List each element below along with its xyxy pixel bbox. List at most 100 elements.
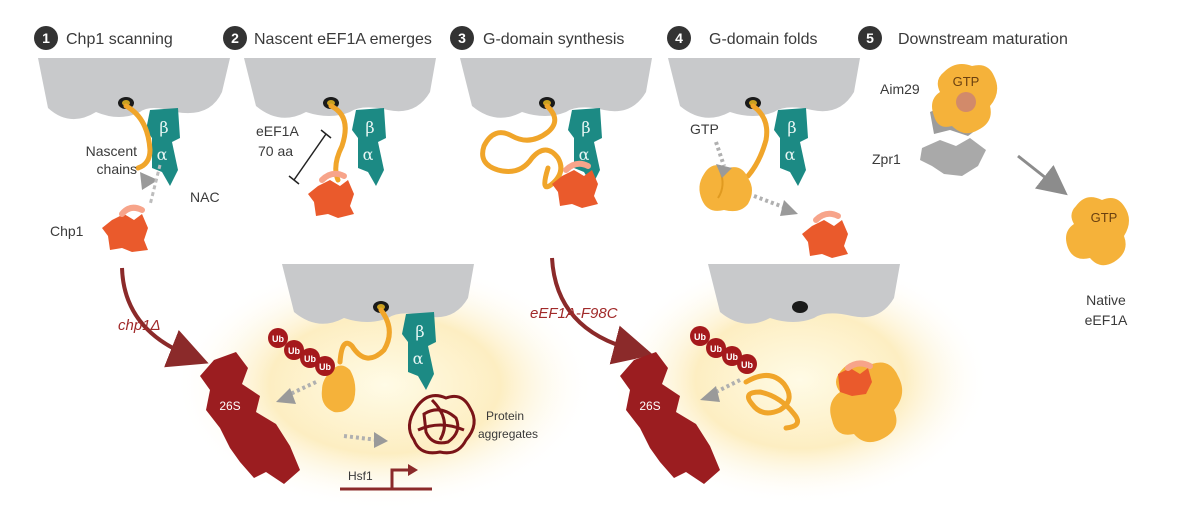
aim29-label: Aim29 — [880, 81, 920, 97]
ub-tag-6: Ub — [710, 344, 722, 354]
g-domain-folded — [699, 165, 752, 212]
chp1-protein-1 — [102, 214, 148, 252]
zpr1-protein — [920, 138, 986, 176]
ub-tag-7: Ub — [726, 352, 738, 362]
eef1a-label-1: eEF1A — [256, 123, 299, 139]
step-1-number: 1 — [42, 30, 50, 46]
misfolded-g-domain — [321, 365, 356, 413]
nac-alpha-5: α — [413, 349, 424, 368]
proteasome-26s-2 — [620, 352, 720, 484]
ribosome-5 — [282, 264, 474, 324]
aggregates-label-1: Protein — [486, 409, 524, 423]
chp1-delta-label: chp1Δ — [118, 317, 161, 334]
ubiquitin-chain-2: Ub Ub Ub Ub — [690, 326, 757, 374]
eef1a-label-2: 70 aa — [258, 143, 293, 159]
nac-complex-2: β α — [352, 108, 386, 186]
nascent-chains-label-2: chains — [97, 161, 137, 177]
nac-label: NAC — [190, 189, 220, 205]
ub-tag-1: Ub — [272, 334, 284, 344]
ub-tag-5: Ub — [694, 332, 706, 342]
chp1-protein-2 — [308, 180, 354, 218]
step-5-header: 5 Downstream maturation — [858, 26, 1068, 50]
chp1-deletion-arrow — [120, 267, 209, 368]
step-3-number-badge — [450, 26, 474, 50]
step-5-number: 5 — [866, 30, 874, 46]
maturation-arrow — [1017, 154, 1068, 196]
chp1-release-arrow — [753, 194, 787, 210]
gtp-binding-arrow — [714, 141, 726, 167]
proteasome-26s-1 — [200, 352, 300, 484]
chp1-deletion-outcome: chp1Δ β α Ub Ub Ub Ub 26S — [118, 260, 595, 510]
nac-alpha-4: α — [785, 145, 796, 164]
native-label-2: eEF1A — [1085, 312, 1128, 328]
nac-alpha-2: α — [363, 145, 374, 164]
step-2-panel: β α eEF1A 70 aa — [244, 58, 436, 218]
f98c-mutant-outcome: eEF1A-F98C Ub Ub Ub Ub 26S — [530, 255, 990, 505]
step-3-header: 3 G-domain synthesis — [450, 26, 624, 50]
step-4-panel: β α GTP — [668, 58, 860, 258]
length-scale-bar — [288, 129, 332, 185]
proteasome-label-2: 26S — [639, 399, 660, 413]
ribosome-2 — [244, 58, 436, 118]
ubiquitin-chain-1: Ub Ub Ub Ub — [268, 328, 335, 376]
chp1-protein-4 — [802, 220, 848, 258]
nascent-eef1a-chain — [328, 103, 348, 183]
ub-tag-2: Ub — [288, 346, 300, 356]
aggregates-label-2: aggregates — [478, 427, 538, 441]
ub-tag-8: Ub — [741, 360, 753, 370]
f98c-label: eEF1A-F98C — [530, 305, 618, 322]
step-3-title: G-domain synthesis — [483, 31, 624, 48]
folded-chain-linker — [745, 103, 770, 179]
step-4-number: 4 — [675, 30, 683, 46]
nascent-chains-label-1: Nascent — [86, 143, 137, 159]
chp1-label: Chp1 — [50, 223, 84, 239]
ub-tag-4: Ub — [319, 362, 331, 372]
nac-complex-1: β α — [146, 108, 180, 186]
step-5-title: Downstream maturation — [898, 31, 1068, 48]
scanning-arrow-icon — [140, 172, 158, 190]
step-2-header: 2 Nascent eEF1A emerges — [223, 26, 432, 50]
chp1-bound-stalled — [838, 368, 872, 396]
step-4-header: 4 G-domain folds — [667, 26, 818, 50]
step-2-number-badge — [223, 26, 247, 50]
step-1-panel: β α Nascent chains NAC Chp1 — [38, 58, 230, 252]
step-5-panel: GTP Aim29 Zpr1 GTP Native eEF1A — [872, 64, 1129, 328]
gtp-badge-bound: GTP — [953, 74, 980, 89]
bound-chp1-fragment — [956, 92, 976, 112]
gtp-badge-native: GTP — [1091, 210, 1118, 225]
hsf1-label: Hsf1 — [348, 469, 373, 483]
step-3-panel: β α — [460, 58, 652, 208]
nac-beta-2: β — [365, 118, 374, 137]
nascent-chain-1 — [123, 103, 153, 171]
step-1-number-badge — [34, 26, 58, 50]
nac-beta: β — [159, 118, 168, 137]
nac-beta-3: β — [581, 118, 590, 137]
proteasome-label-1: 26S — [219, 399, 240, 413]
nac-complex-5: β α — [402, 312, 436, 390]
ub-tag-3: Ub — [304, 354, 316, 364]
ribosome-4 — [668, 58, 860, 118]
nac-alpha-3: α — [579, 145, 590, 164]
misfolding-chain — [337, 307, 392, 365]
f98c-arrow — [550, 257, 654, 365]
step-3-number: 3 — [458, 30, 466, 46]
nac-beta-5: β — [415, 322, 424, 341]
gtp-label: GTP — [690, 121, 719, 137]
zpr1-label: Zpr1 — [872, 151, 901, 167]
hsf1-gene-icon — [340, 464, 432, 491]
step-1-title: Chp1 scanning — [66, 31, 173, 48]
native-label-1: Native — [1086, 292, 1126, 308]
nac-complex-4: β α — [774, 108, 808, 186]
nac-alpha: α — [157, 145, 168, 164]
step-4-title: G-domain folds — [709, 31, 818, 48]
nac-beta-4: β — [787, 118, 796, 137]
step-5-number-badge — [858, 26, 882, 50]
step-2-title: Nascent eEF1A emerges — [254, 31, 432, 48]
ribosome-3 — [460, 58, 652, 118]
step-2-number: 2 — [231, 30, 239, 46]
misfolded-chain-f98c — [743, 373, 801, 431]
chp1-protein-3 — [552, 170, 598, 208]
g-domain-chain — [480, 103, 564, 190]
